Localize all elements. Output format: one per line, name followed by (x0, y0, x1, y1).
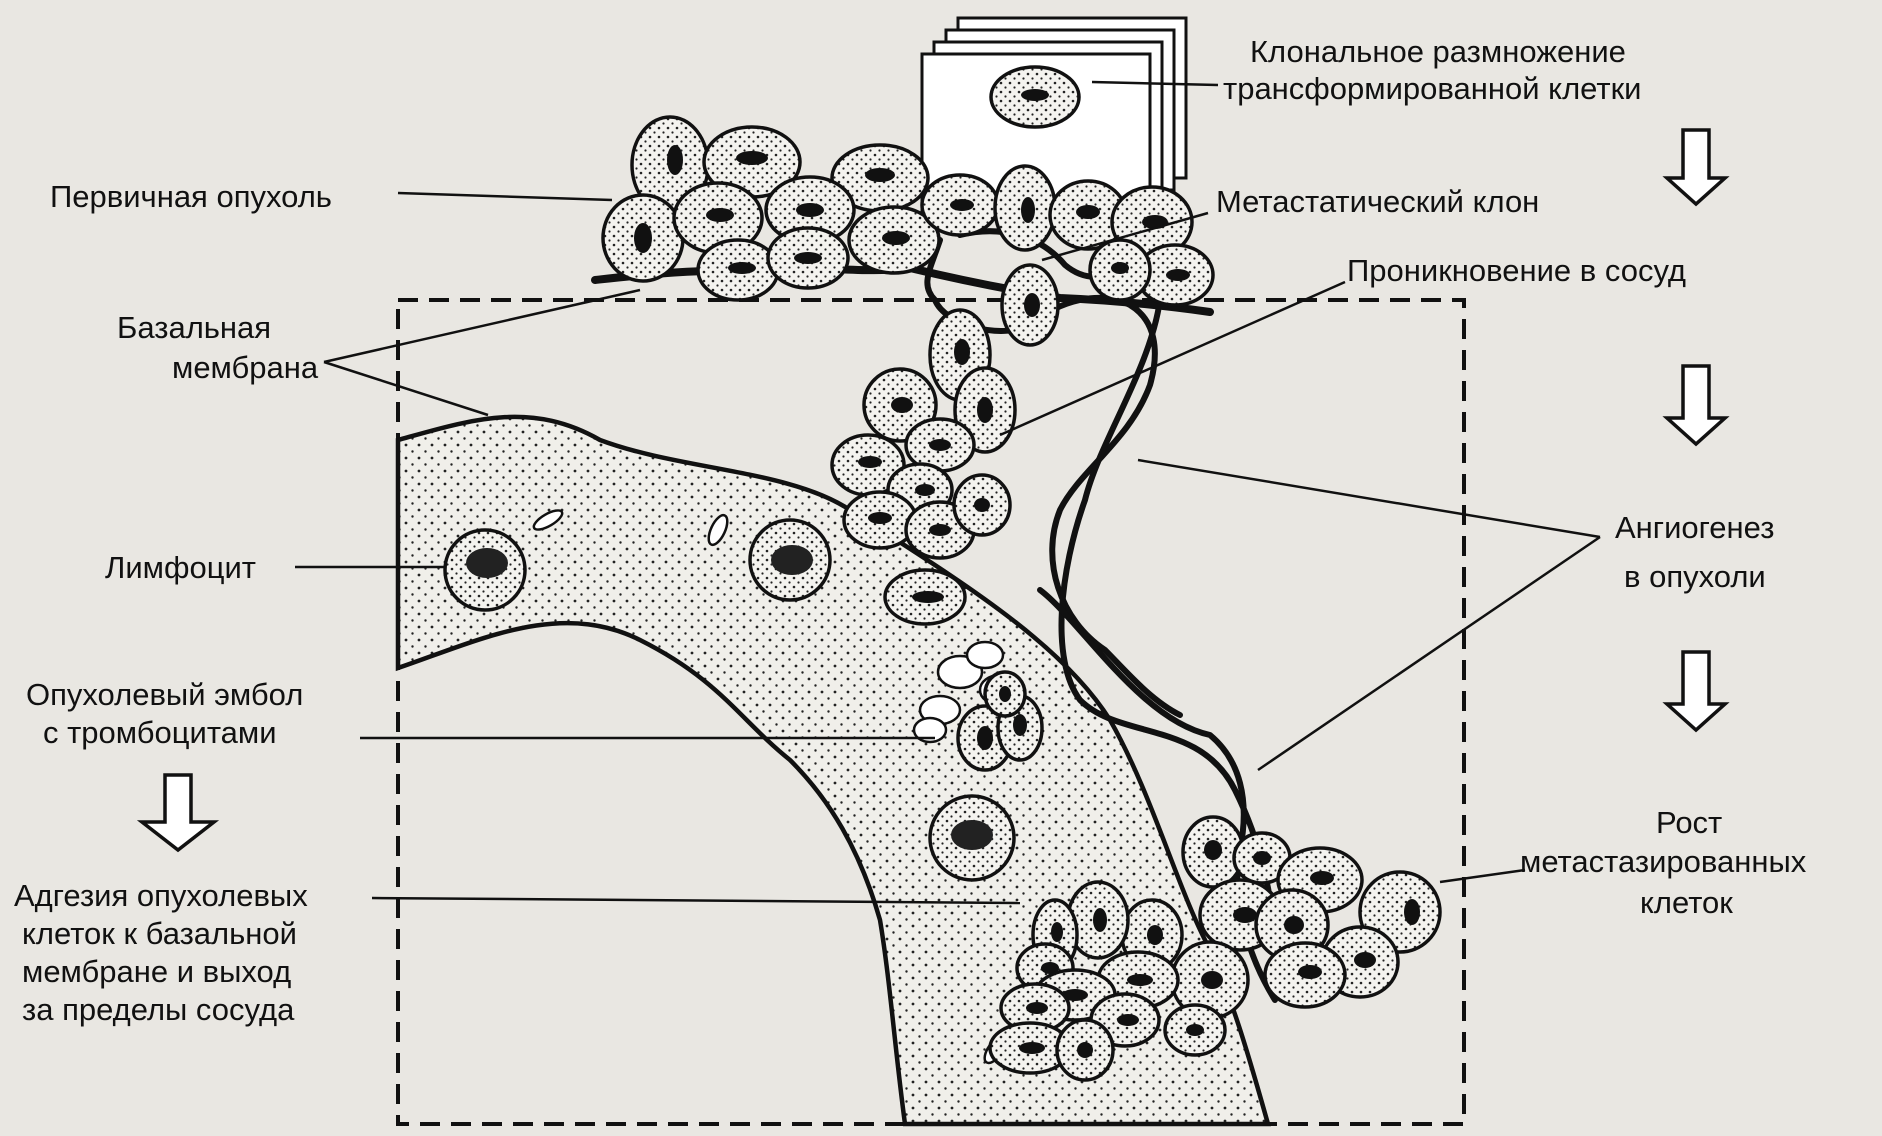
label-adhesion-line1: Адгезия опухолевых (14, 878, 308, 913)
label-adhesion-line3: мембране и выход (22, 954, 291, 989)
label-basal-line2: мембрана (172, 350, 319, 385)
label-adhesion-line4: за пределы сосуда (22, 992, 295, 1027)
label-adhesion-line2: клеток к базальной (22, 916, 297, 951)
flow-arrow-down (1667, 652, 1725, 730)
label-lymphocyte: Лимфоцит (105, 550, 256, 585)
label-growth-line1: Рост (1656, 805, 1722, 840)
lymphocyte (930, 796, 1014, 880)
flow-arrow-down (1667, 366, 1725, 444)
flow-arrow-down (1667, 130, 1725, 204)
label-growth-line3: клеток (1640, 885, 1733, 920)
metastatic-clone-cells (832, 265, 1058, 558)
label-angiogenesis-line1: Ангиогенез (1615, 510, 1774, 545)
label-primary-tumor: Первичная опухоль (50, 179, 332, 214)
lymphocyte (750, 520, 830, 600)
label-vessel-entry: Проникновение в сосуд (1347, 253, 1686, 288)
label-embolus-line2: с тромбоцитами (43, 715, 277, 750)
label-embolus-line1: Опухолевый эмбол (26, 677, 303, 712)
label-basal-line1: Базальная (117, 310, 271, 345)
flow-arrow-down (142, 775, 214, 850)
label-clonal-line2: трансформированной клетки (1223, 71, 1641, 106)
label-clonal-line1: Клональное размножение (1250, 34, 1626, 69)
label-angiogenesis-line2: в опухоли (1624, 559, 1766, 594)
circulating-tumor-cell (885, 570, 965, 624)
label-metastatic-clone: Метастатический клон (1216, 184, 1539, 219)
lymphocyte (445, 530, 525, 610)
label-growth-line2: метастазированных (1520, 844, 1807, 879)
